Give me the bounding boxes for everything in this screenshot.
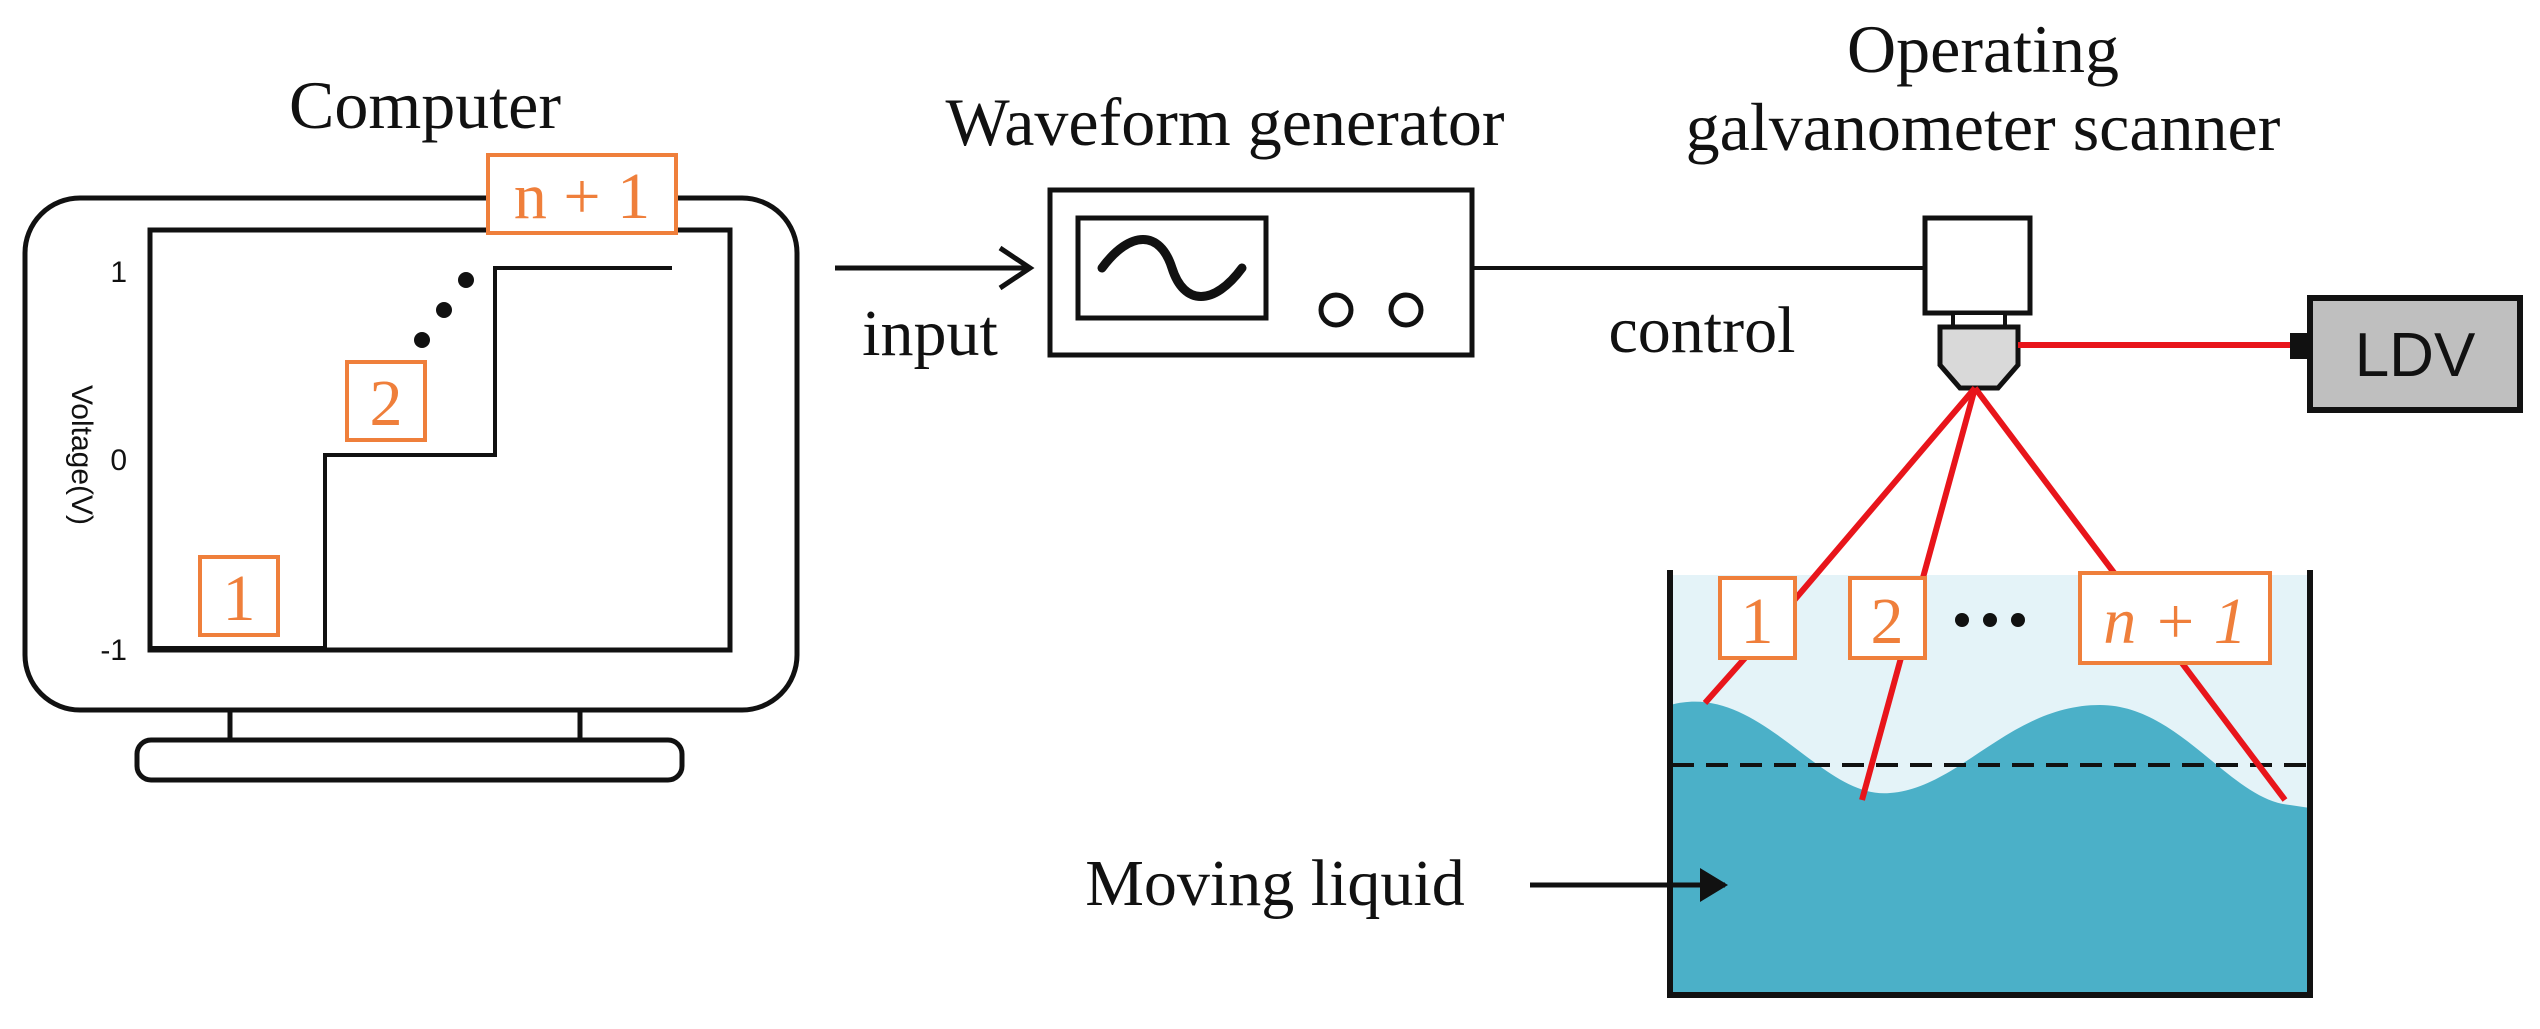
tank-walls xyxy=(1667,570,2313,998)
ldv-label: LDV xyxy=(2355,321,2476,390)
control-label: control xyxy=(1609,294,1796,367)
step-label-box-2 xyxy=(345,360,427,442)
y-tick-1: 1 xyxy=(110,256,127,289)
scanner-title-line1: Operating xyxy=(1847,11,2119,87)
point-label-box-n1 xyxy=(2078,571,2272,665)
waveform-generator-title: Waveform generator xyxy=(945,84,1504,160)
step-waveform xyxy=(150,266,672,650)
y-tick-0: 0 xyxy=(110,444,127,477)
computer-title: Computer xyxy=(289,67,561,143)
computer-group: Computer 1 0 -1 Voltage(V) 1 2 n + 1 xyxy=(22,67,800,783)
laser-ray-1 xyxy=(1702,656,1748,705)
knob-icon xyxy=(1388,292,1424,328)
y-axis-label: Voltage(V) xyxy=(65,385,98,525)
waveform-generator-group: Waveform generator xyxy=(945,84,1505,358)
sine-wave-icon xyxy=(1097,235,1247,301)
scanner-mirror-head xyxy=(1937,324,2021,391)
scanner-title-line2: galvanometer scanner xyxy=(1686,89,2281,165)
point-label-2: 2 xyxy=(1871,585,1904,658)
ldv-box xyxy=(2307,295,2523,413)
moving-liquid-label: Moving liquid xyxy=(1085,847,1465,920)
ellipsis-dot xyxy=(2011,613,2025,627)
step-label-2: 2 xyxy=(370,367,403,440)
point-label-1: 1 xyxy=(1741,585,1774,658)
ldv-lens xyxy=(2290,333,2310,359)
step-label-n1: n + 1 xyxy=(514,160,650,233)
ellipsis-dot xyxy=(436,302,452,318)
scanner-body xyxy=(1922,215,2033,316)
step-label-1: 1 xyxy=(223,562,256,635)
y-tick-minus-1: -1 xyxy=(100,634,127,667)
step-label-box-1 xyxy=(198,555,280,637)
ellipsis-dot xyxy=(458,272,474,288)
input-label: input xyxy=(862,297,998,370)
point-label-n1: n + 1 xyxy=(2103,585,2247,658)
ellipsis-dot xyxy=(414,332,430,348)
input-arrowhead xyxy=(998,245,1035,291)
ldv-group: LDV xyxy=(2018,295,2523,413)
ellipsis-dot xyxy=(1983,613,1997,627)
ellipsis-dot xyxy=(1955,613,1969,627)
point-label-box-1 xyxy=(1718,576,1797,660)
moving-liquid xyxy=(1670,701,2310,995)
scanner-group: Operating galvanometer scanner xyxy=(1686,11,2281,391)
tank-group: 1 2 n + 1 Moving liquid xyxy=(1085,386,2313,998)
knob-icon xyxy=(1318,292,1354,328)
monitor-stand xyxy=(134,737,685,783)
point-label-box-2 xyxy=(1848,576,1927,660)
liquid-arrowhead xyxy=(1700,868,1728,902)
monitor-neck xyxy=(227,707,583,743)
step-label-box-n1 xyxy=(486,153,678,235)
